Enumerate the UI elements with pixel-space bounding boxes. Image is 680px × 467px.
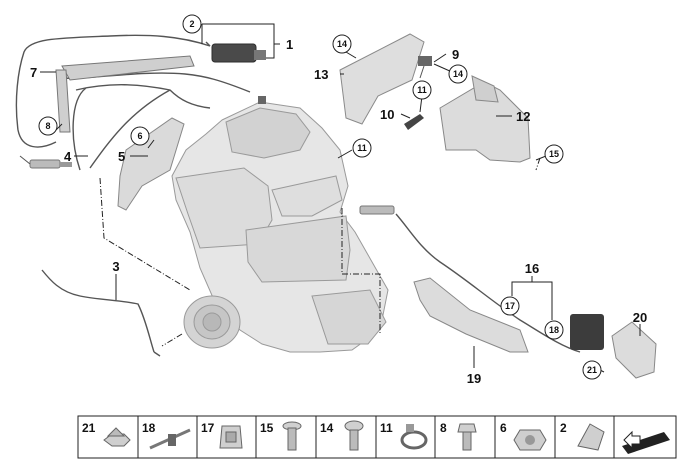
sensor-harness-lower [41,269,161,357]
legend-num-15: 15 [260,421,274,435]
catalytic-converter [171,101,389,353]
callout-9: 9 [452,47,459,62]
cable-holder-icon [577,423,605,451]
callout-21: 21 [587,365,597,375]
callout-5: 5 [118,149,125,164]
bracket-20 [611,321,657,379]
callout-12: 12 [516,109,530,124]
callout-7: 7 [30,65,37,80]
callout-15: 15 [549,149,559,159]
bracket-12 [439,75,531,163]
collar-nut-icon [513,429,547,451]
legend-num-14: 14 [320,421,334,435]
heat-shield-bracket [117,117,185,211]
hose-10 [404,114,424,130]
callout-11a: 11 [417,85,427,95]
sensor-9 [418,56,432,79]
cable-tie-icon [149,428,191,450]
callout-13: 13 [314,67,328,82]
legend-num-21: 21 [82,421,96,435]
legend-num-6: 6 [500,421,507,435]
callout-11b: 11 [357,143,367,153]
arrow-sign-icon [622,430,670,454]
callout-19: 19 [467,371,481,386]
callout-16: 16 [525,261,539,276]
legend-strip: 21 18 17 15 14 11 8 [77,415,677,459]
legend-num-8: 8 [440,421,447,435]
legend-num-17: 17 [201,421,215,435]
legend-num-11: 11 [380,421,393,435]
callout-17: 17 [505,301,515,311]
legend-num-2: 2 [560,421,567,435]
oxygen-sensor-probe [19,155,72,169]
legend-num-18: 18 [142,421,156,435]
bracket-13 [339,33,425,125]
callout-4: 4 [64,149,72,164]
callout-1: 1 [286,37,293,52]
callout-2: 2 [189,19,194,29]
bracket-19 [413,277,529,353]
callout-8: 8 [45,121,50,131]
callout-10: 10 [380,107,394,122]
hex-flange-nut-icon [103,427,131,447]
callout-18: 18 [549,325,559,335]
callout-14a: 14 [337,39,347,49]
clip-nut-icon [219,425,243,449]
callout-leader-lines [40,23,641,373]
callout-20: 20 [633,310,647,325]
hex-bolt-icon [457,423,477,451]
sensor-harness-top [15,34,211,171]
round-head-screw-icon [344,420,364,451]
guide-lines [99,157,541,347]
sensor-probe-right [359,205,395,215]
callout-labels: 1 2 3 4 5 6 7 8 9 10 11 11 12 13 14 14 1… [30,14,647,386]
harness-bracket-top [55,55,195,133]
hose-clamp-icon [400,424,428,450]
callout-3: 3 [112,259,119,274]
callout-14b: 14 [453,69,463,79]
connector-module-right [570,314,604,350]
torx-screw-icon [282,421,302,451]
callout-6: 6 [137,131,142,141]
control-module [211,43,266,104]
